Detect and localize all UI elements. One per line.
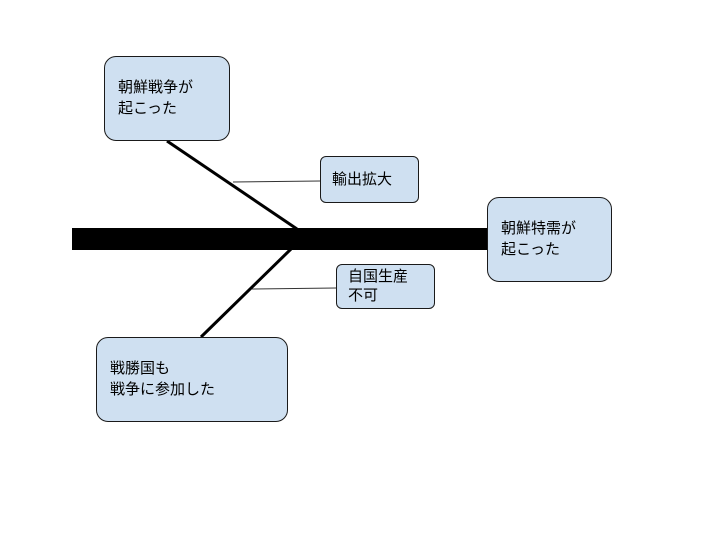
bottom-sub-connector xyxy=(251,287,337,290)
cause-box-korean-war: 朝鮮戦争が 起こった xyxy=(104,56,230,141)
main-spine xyxy=(72,228,490,250)
bottom-cause-bone xyxy=(199,247,293,339)
sub-cause-box-export: 輸出拡大 xyxy=(320,156,419,203)
top-cause-bone xyxy=(166,139,298,231)
cause-box-victor-nations: 戦勝国も 戦争に参加した xyxy=(96,337,288,422)
sub-cause-box-domestic-production: 自国生産 不可 xyxy=(336,264,435,309)
effect-box-special-procurement: 朝鮮特需が 起こった xyxy=(487,197,612,282)
top-sub-connector xyxy=(232,180,321,183)
